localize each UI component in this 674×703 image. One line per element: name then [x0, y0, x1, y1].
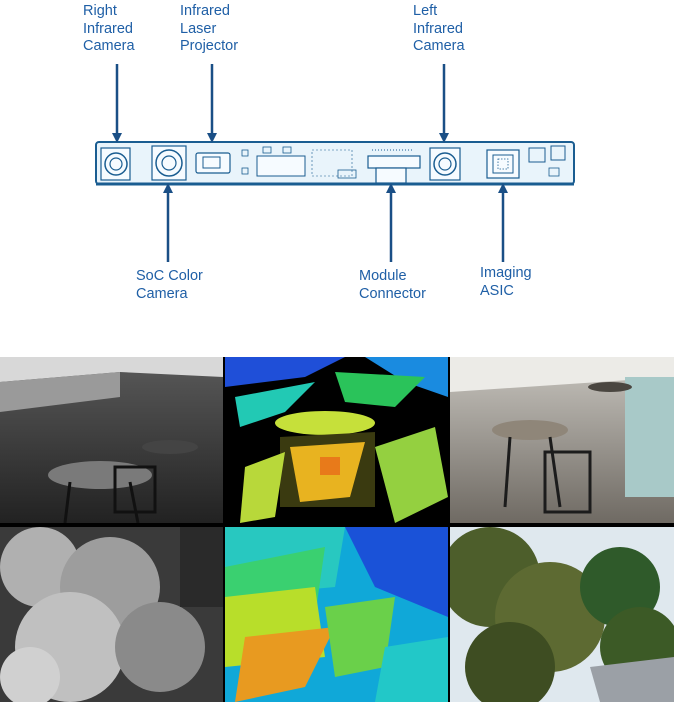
label-left-infrared-camera: Left Infrared Camera: [413, 3, 465, 54]
module-connector-component: [367, 149, 421, 184]
label-imaging-asic: Imaging ASIC: [480, 265, 532, 299]
tree-depth-image: [225, 527, 448, 702]
circuit-board: [95, 141, 575, 186]
label-module-connector: Module Connector: [359, 268, 426, 302]
left-ir-camera-component: [429, 147, 461, 181]
module-diagram: [95, 64, 575, 262]
sample-image-grid: [0, 357, 674, 702]
right-ir-camera-component: [100, 147, 131, 181]
balcony-infrared-image: [0, 357, 223, 523]
label-right-infrared-camera: Right Infrared Camera: [83, 3, 135, 54]
label-soc-color-camera: SoC Color Camera: [136, 268, 203, 302]
laser-projector-component: [195, 152, 231, 174]
label-infrared-laser-projector: Infrared Laser Projector: [180, 3, 239, 54]
tree-infrared-image: [0, 527, 223, 702]
tree-color-image: [450, 527, 674, 702]
imaging-asic-component: [486, 149, 520, 179]
balcony-depth-image: [225, 357, 448, 523]
soc-color-camera-component: [151, 145, 187, 181]
balcony-color-image: [450, 357, 674, 523]
